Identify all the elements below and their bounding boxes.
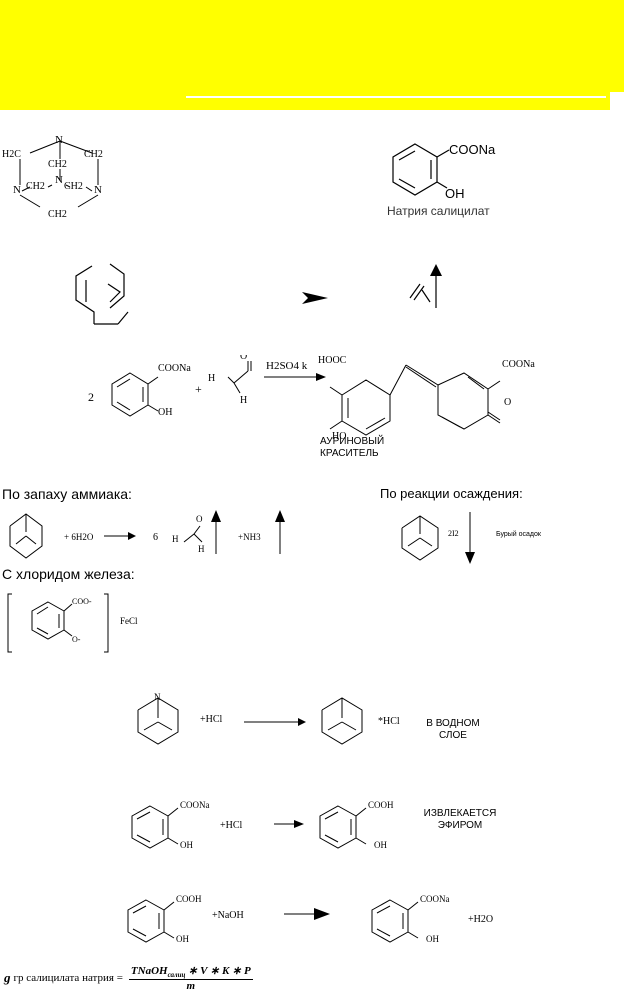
hexamine-ch2-mid-left: CH2	[26, 181, 45, 192]
aurin-reagent: H2SO4 k	[266, 360, 308, 372]
hcl-note-line2: СЛОЕ	[439, 730, 467, 741]
acid-product-oh: OH	[374, 840, 387, 850]
acid-product-group: COOH	[368, 800, 394, 810]
hexamine-ch2-top-left: H2C	[2, 149, 21, 160]
ammonia-aldehyde-o: O	[196, 514, 203, 524]
iron-carboxylate: COO-	[72, 597, 92, 606]
hexamine-ch2-top-right: CH2	[84, 149, 103, 160]
hcl-reagent: +HCl	[200, 714, 223, 725]
hexamine-ch2-center: CH2	[48, 159, 67, 170]
hcl-note: В ВОДНОМ СЛОЕ	[420, 718, 486, 742]
iron-test-heading: С хлоридом железа:	[2, 566, 135, 582]
gas-up-arrow-icon	[211, 510, 221, 522]
aurin-caption-line2: КРАСИТЕЛЬ	[320, 448, 379, 459]
naoh-water: +H2O	[468, 914, 493, 925]
ammonia-aldehyde-h: H	[172, 534, 179, 544]
formula-denominator: m	[186, 980, 196, 993]
naoh-product-oh: OH	[426, 934, 439, 944]
aurin-coefficient: 2	[88, 390, 94, 404]
hexamine-n-left: N	[13, 184, 21, 196]
iron-phenolate: O-	[72, 635, 81, 644]
formula-numerator-sub: салиц	[167, 971, 186, 980]
precipitation-result: Бурый осадок	[496, 530, 542, 538]
aurin-product-oh: HO	[332, 431, 346, 442]
ammonia-product: +NH3	[238, 532, 261, 542]
naoh-reactant-oh: OH	[176, 934, 189, 944]
salicylate-oh: OH	[445, 186, 465, 201]
hcl-product: *HCl	[378, 716, 400, 727]
ammonia-test-reaction: + 6H2O 6 H O H +NH3	[9, 510, 285, 559]
aurin-aldehyde-h1: H	[208, 373, 215, 384]
reaction-arrow-bold	[302, 292, 328, 304]
formula-numerator-rest: ∗ V ∗ K ∗ P	[188, 964, 251, 977]
gas-up-arrow-icon	[430, 264, 442, 276]
salicylate-group: COONa	[449, 142, 496, 157]
acid-reaction: COONa OH +HCl COOH OH	[131, 800, 394, 850]
acid-note-line1: ИЗВЛЕКАЕТСЯ	[423, 808, 497, 819]
aurin-caption-line1: АУРИНОВЫЙ	[320, 436, 385, 447]
hexamine-ch2-mid-right: CH2	[64, 181, 83, 192]
hexamine-n-top: N	[55, 134, 63, 146]
ammonia-aldehyde-h2: H	[198, 544, 205, 554]
hexamine-n-center: N	[55, 174, 63, 186]
ammonia-coefficient: 6	[153, 532, 158, 543]
gas-up-arrow-icon	[275, 510, 285, 522]
hexamine-structure: N H2C CH2 CH2 N N CH2 CH2 N CH2	[2, 134, 103, 220]
gas-release-fragment	[409, 264, 442, 308]
naoh-reagent: +NaOH	[212, 910, 244, 921]
acid-reagent: +HCl	[220, 820, 243, 831]
precipitation-test-heading: По реакции осаждения:	[380, 486, 523, 501]
precipitate-down-arrow-icon	[465, 552, 475, 564]
aurin-aldehyde-o: O	[240, 355, 247, 362]
aurin-product-left-group: HOOC	[318, 355, 347, 366]
aurin-reactant-group: COONa	[158, 363, 191, 374]
formula-fraction: TNaOHсалиц ∗ V ∗ K ∗ P m	[128, 964, 253, 993]
formula-lhs: гр салицилата натрия =	[13, 972, 123, 984]
hcl-note-line1: В ВОДНОМ	[426, 718, 480, 729]
aurin-caption: АУРИНОВЫЙ КРАСИТЕЛЬ	[320, 436, 394, 460]
calculation-formula: g гр салицилата натрия = TNaOHсалиц ∗ V …	[4, 964, 253, 992]
aurin-product-o: O	[504, 397, 511, 408]
hexamine-skeletal-large	[75, 263, 129, 325]
header-banner	[0, 0, 624, 92]
formula-numerator-t: TNaOH	[130, 964, 168, 977]
header-divider	[186, 96, 606, 98]
acid-note: ИЗВЛЕКАЕТСЯ ЭФИРОМ	[420, 808, 500, 832]
sodium-salicylate-structure: COONa OH Натрия салицилат	[387, 142, 496, 218]
formula-numerator: TNaOHсалиц ∗ V ∗ K ∗ P	[128, 964, 253, 981]
acid-reactant-group: COONa	[180, 800, 210, 810]
naoh-reaction: COOH OH +NaOH COONa OH +H2O	[127, 894, 493, 944]
aurin-product-right-group: COONa	[502, 359, 535, 370]
aurin-aldehyde-h2: H	[240, 395, 247, 406]
iron-complex-structure: COO- O- FeCl	[7, 593, 138, 653]
aurin-reaction: 2 COONa OH + H O H H2SO4 k HOOC COONa HO…	[88, 355, 535, 442]
hcl-reactant-n: N	[154, 692, 161, 702]
iron-reagent: FeCl	[120, 616, 138, 626]
salicylate-caption: Натрия салицилат	[387, 204, 490, 218]
header-banner-strip	[0, 92, 182, 110]
hexamine-ch2-bottom: CH2	[48, 209, 67, 220]
precipitation-reagent: 2I2	[448, 529, 459, 538]
ammonia-water: + 6H2O	[64, 532, 94, 542]
acid-reactant-oh: OH	[180, 840, 193, 850]
acid-note-line2: ЭФИРОМ	[437, 820, 483, 831]
formula-g: g	[4, 970, 11, 985]
naoh-product-group: COONa	[420, 894, 450, 904]
aurin-plus: +	[195, 382, 202, 396]
ammonia-test-heading: По запаху аммиака:	[2, 486, 132, 502]
hexamine-n-right: N	[94, 184, 102, 196]
header-banner-bar	[182, 92, 610, 110]
naoh-reactant-group: COOH	[176, 894, 202, 904]
aurin-reactant-oh: OH	[158, 407, 172, 418]
precipitation-test-reaction: 2I2 Бурый осадок	[401, 512, 542, 564]
hcl-reaction: N +HCl *HCl	[137, 692, 400, 745]
